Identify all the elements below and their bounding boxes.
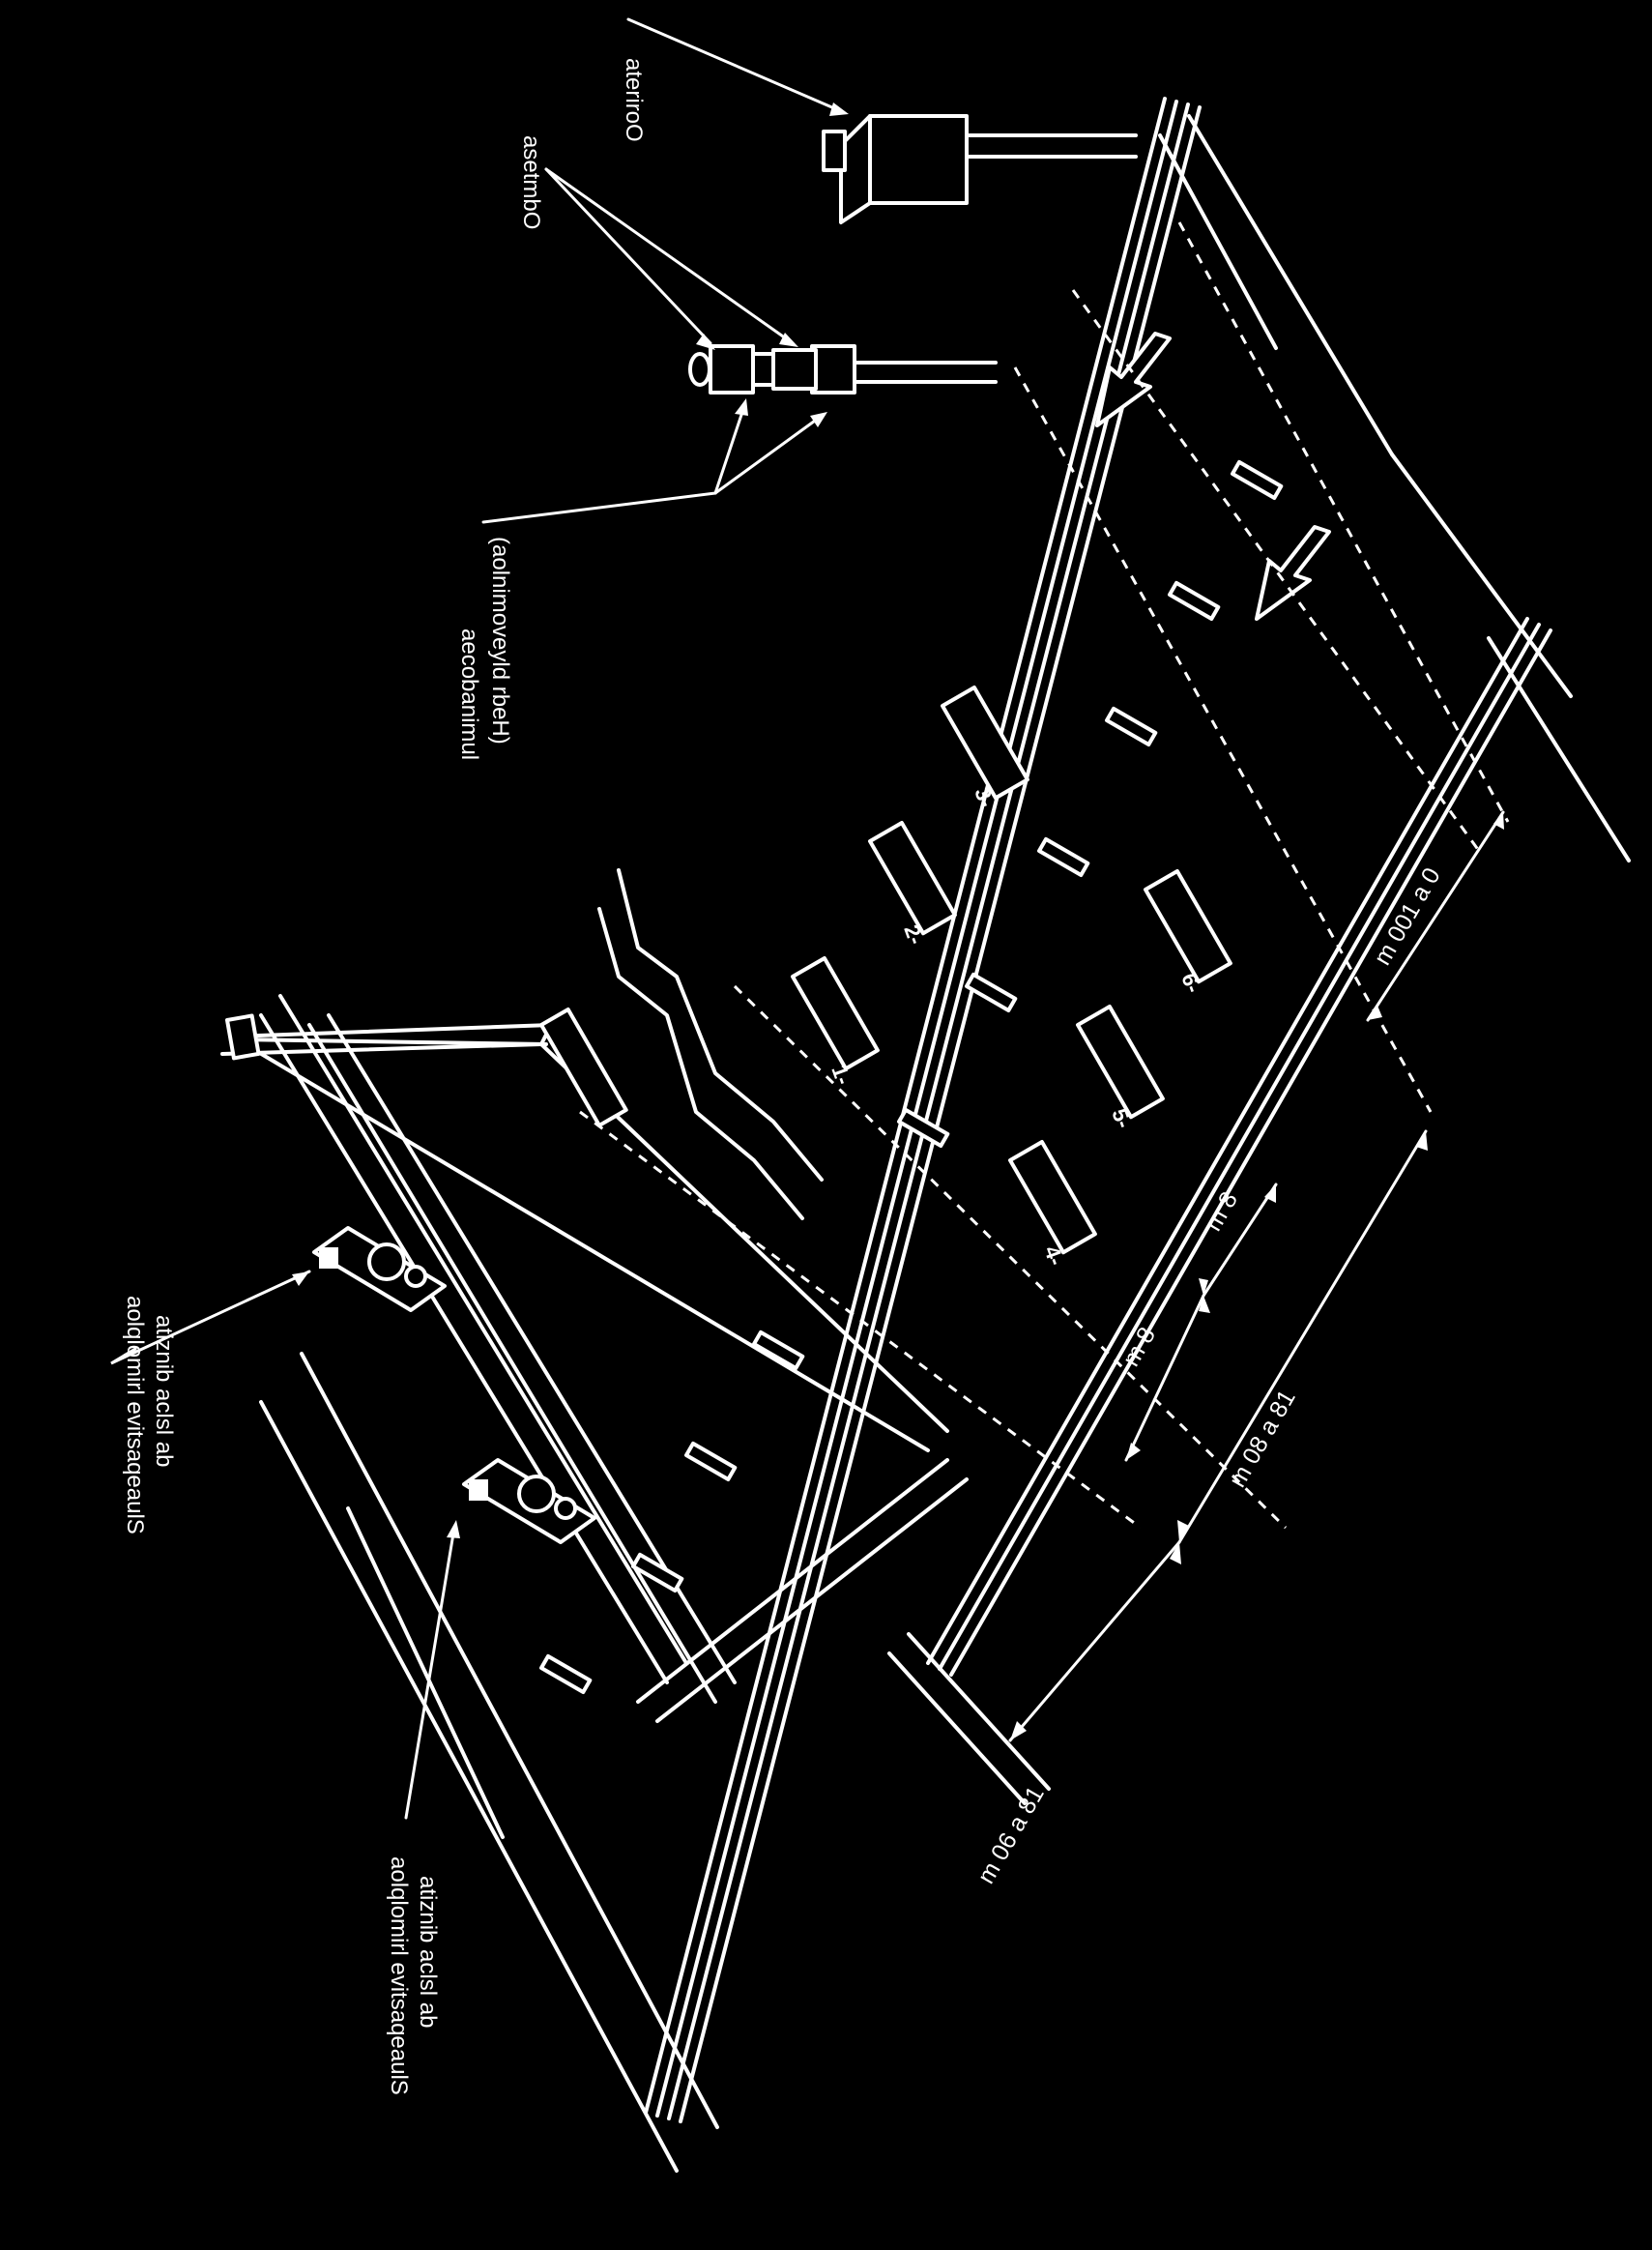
transmitter-label-1: aecobanimul [456,628,482,760]
toll-booths: 1- 2- 3- 4- 5- 6- [791,686,1232,1269]
lane-dashes [579,221,1510,1530]
left-sensor-label-1: aolqlomirl evitsaqeaulS [122,1296,148,1534]
transmitter-label-2: (aolnimoveyld rbeH) [487,537,513,745]
gantry [220,994,969,1723]
bay-5-label: 5- [1107,1105,1136,1131]
camera-cluster [688,344,998,394]
sensor-unit-lower [462,1458,596,1544]
sensor-unit-upper [312,1226,447,1312]
lane-islands [896,459,1284,1148]
bay-1-label: 1- [826,1062,855,1088]
lane-marks-lower [538,1330,805,1694]
road-right-curb [926,617,1552,1677]
dimension-label-3: m 8 [1117,1323,1161,1371]
road-surface-right [1158,114,1631,862]
dimension-label-1: m 06 a 81 [972,1782,1050,1888]
left-sensor-label-2: atiznib aclsl ab [151,1315,177,1467]
bay-4-label: 4- [1039,1242,1068,1269]
leader-lines [110,17,849,1820]
road-break-line [597,868,824,1220]
counter-label: ateriroO [621,58,647,142]
road-left-curb [644,97,1202,2123]
right-sensor-label-1: aolqlomirl evitsaqeaulS [386,1856,412,2095]
right-sensor-label-2: atiznib aclsl ab [415,1876,441,2028]
cameras-label: asetmbO [518,135,544,229]
dimension-lines [1008,810,1505,1742]
bay-2-label: 2- [899,921,928,948]
bay-6-label: 6- [1176,970,1205,996]
traffic-counter [822,114,1138,224]
road-surface-lower [259,1352,1051,2173]
